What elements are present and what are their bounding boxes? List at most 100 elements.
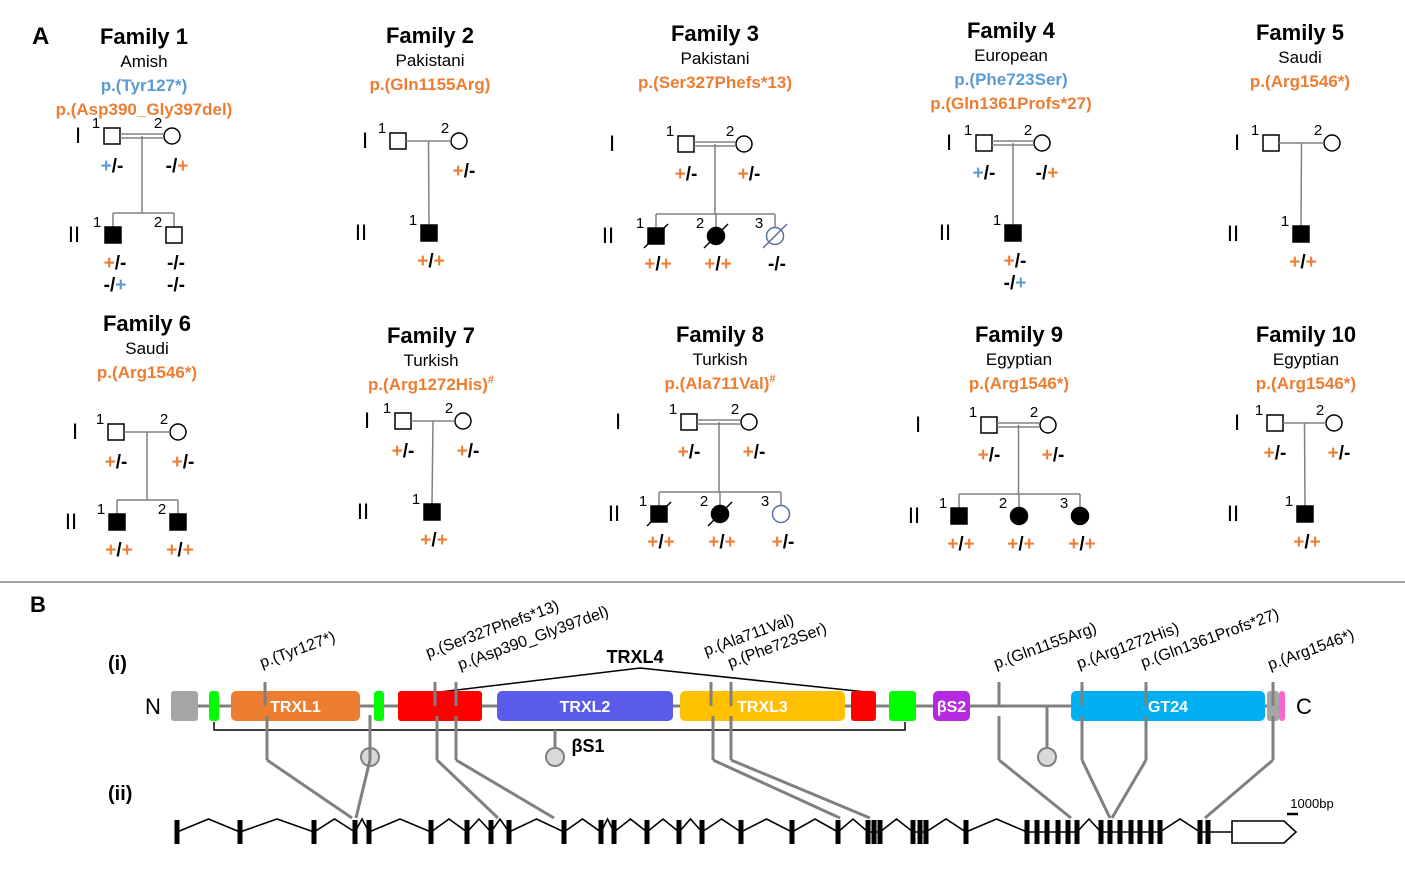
genotype-allele: + <box>725 532 736 553</box>
exon-block <box>611 820 617 844</box>
family-origin: Pakistani <box>681 49 750 68</box>
generation-label-II: II <box>608 501 620 526</box>
descent-line <box>1300 142 1303 227</box>
domain-0-label: TRXL1 <box>270 699 321 716</box>
variant-name: p.(Arg1546*) <box>1250 72 1350 91</box>
generation-label-II: II <box>65 509 77 534</box>
genotype-label: +/- <box>973 163 996 184</box>
genotype-allele: + <box>647 532 658 553</box>
family-origin: Saudi <box>1278 48 1321 67</box>
domain-3-label: βS2 <box>937 699 966 716</box>
deceased-slash <box>707 501 733 527</box>
domain-trxl3-box <box>680 691 845 721</box>
mother-symbol <box>163 127 181 145</box>
individual-number: 2 <box>154 115 162 132</box>
genotype-allele: + <box>457 441 468 462</box>
panel-b-label: B <box>30 592 46 617</box>
genotype-allele: /- <box>984 163 996 184</box>
variant-name: p.(Phe723Ser) <box>954 70 1067 89</box>
variant-label: p.(Ala711Val)# <box>664 373 775 393</box>
individual-number: 1 <box>993 212 1001 229</box>
exon-block <box>1107 820 1113 844</box>
genotype-allele: / <box>958 534 964 555</box>
affected-male-symbol <box>420 224 438 242</box>
father-symbol <box>394 412 412 430</box>
exon-block <box>1098 820 1104 844</box>
variant-footnote-mark: # <box>769 373 775 385</box>
family-title: Family 7 <box>387 323 475 348</box>
exon-block <box>174 820 180 844</box>
pedigree-family-4: Family 4Europeanp.(Phe723Ser)p.(Gln1361P… <box>930 18 1092 294</box>
genotype-label: +/+ <box>1007 534 1035 555</box>
individual-number: 1 <box>1285 493 1293 510</box>
pedigree-family-1: Family 1Amishp.(Tyr127*)p.(Asp390_Gly397… <box>56 24 233 296</box>
exon-block <box>1137 820 1143 844</box>
mother-symbol <box>1039 416 1057 434</box>
family-origin: Turkish <box>692 350 747 369</box>
individual-number: 1 <box>939 495 947 512</box>
individual-number: 3 <box>761 493 769 510</box>
variant-label: p.(Asp390_Gly397del) <box>56 100 233 119</box>
genotype-allele: + <box>1042 445 1053 466</box>
descent-line <box>427 140 430 226</box>
affected-male-symbol <box>108 513 126 531</box>
family-title: Family 10 <box>1256 322 1356 347</box>
affected-male-symbol <box>1296 505 1314 523</box>
variant-label: p.(Arg1546*) <box>1250 72 1350 91</box>
exon-block <box>311 820 317 844</box>
variant-name: p.(Tyr127*) <box>101 76 188 95</box>
father-symbol <box>975 134 993 152</box>
generation-label-I: I <box>362 128 368 153</box>
genotype-allele: + <box>947 534 958 555</box>
genotype-label: -/- <box>768 254 786 275</box>
mother-symbol <box>1323 134 1341 152</box>
mother-symbol <box>450 132 468 150</box>
genotype-allele: /- <box>754 442 766 463</box>
generation-label-II: II <box>68 222 80 247</box>
exon-block <box>865 820 871 844</box>
family-origin: Saudi <box>125 339 168 358</box>
variant-position-label: p.(Arg1546*) <box>1266 627 1357 674</box>
exon-block <box>488 820 494 844</box>
bs1-label: βS1 <box>571 736 604 756</box>
genotype-allele: + <box>678 442 689 463</box>
pink-terminal-segment <box>1279 691 1285 721</box>
genotype-allele: / <box>1300 252 1306 273</box>
individual-number: 1 <box>636 215 644 232</box>
genotype-allele: /- <box>403 441 415 462</box>
genotype-allele: / <box>431 530 437 551</box>
genotype-label: +/- <box>678 442 701 463</box>
genotype-label: +/+ <box>708 532 736 553</box>
genotype-allele: + <box>172 452 183 473</box>
genotype-allele: + <box>978 445 989 466</box>
individual-number: 3 <box>1060 495 1068 512</box>
genotype-allele: + <box>104 253 115 274</box>
exon-block <box>1205 820 1211 844</box>
genotype-allele: + <box>105 452 116 473</box>
genotype-allele: + <box>1085 534 1096 555</box>
generation-label-II: II <box>939 220 951 245</box>
genotype-allele: /- <box>1339 443 1351 464</box>
exon-block <box>1055 820 1061 844</box>
genotype-allele: + <box>1047 163 1058 184</box>
genotype-allele: + <box>434 251 445 272</box>
genotype-allele: + <box>721 254 732 275</box>
family-title: Family 4 <box>967 18 1056 43</box>
individual-number: 1 <box>93 214 101 231</box>
mapping-line <box>1110 759 1148 819</box>
intron-lines <box>176 817 1208 834</box>
affected-male-symbol <box>169 513 187 531</box>
individual-number: 1 <box>378 120 386 137</box>
exon-block <box>910 820 916 844</box>
scale-bar-label: 1000bp <box>1290 796 1333 811</box>
generation-label-II: II <box>1227 501 1239 526</box>
individual-number: 2 <box>445 400 453 417</box>
mapping-line <box>455 758 555 820</box>
genotype-allele: + <box>105 540 116 561</box>
family-title: Family 2 <box>386 23 474 48</box>
genotype-allele: + <box>675 164 686 185</box>
individual-number: 1 <box>1251 122 1259 139</box>
mapping-line <box>1204 758 1274 820</box>
individual-number: 2 <box>158 501 166 518</box>
genotype-label: +/+ <box>420 530 448 551</box>
